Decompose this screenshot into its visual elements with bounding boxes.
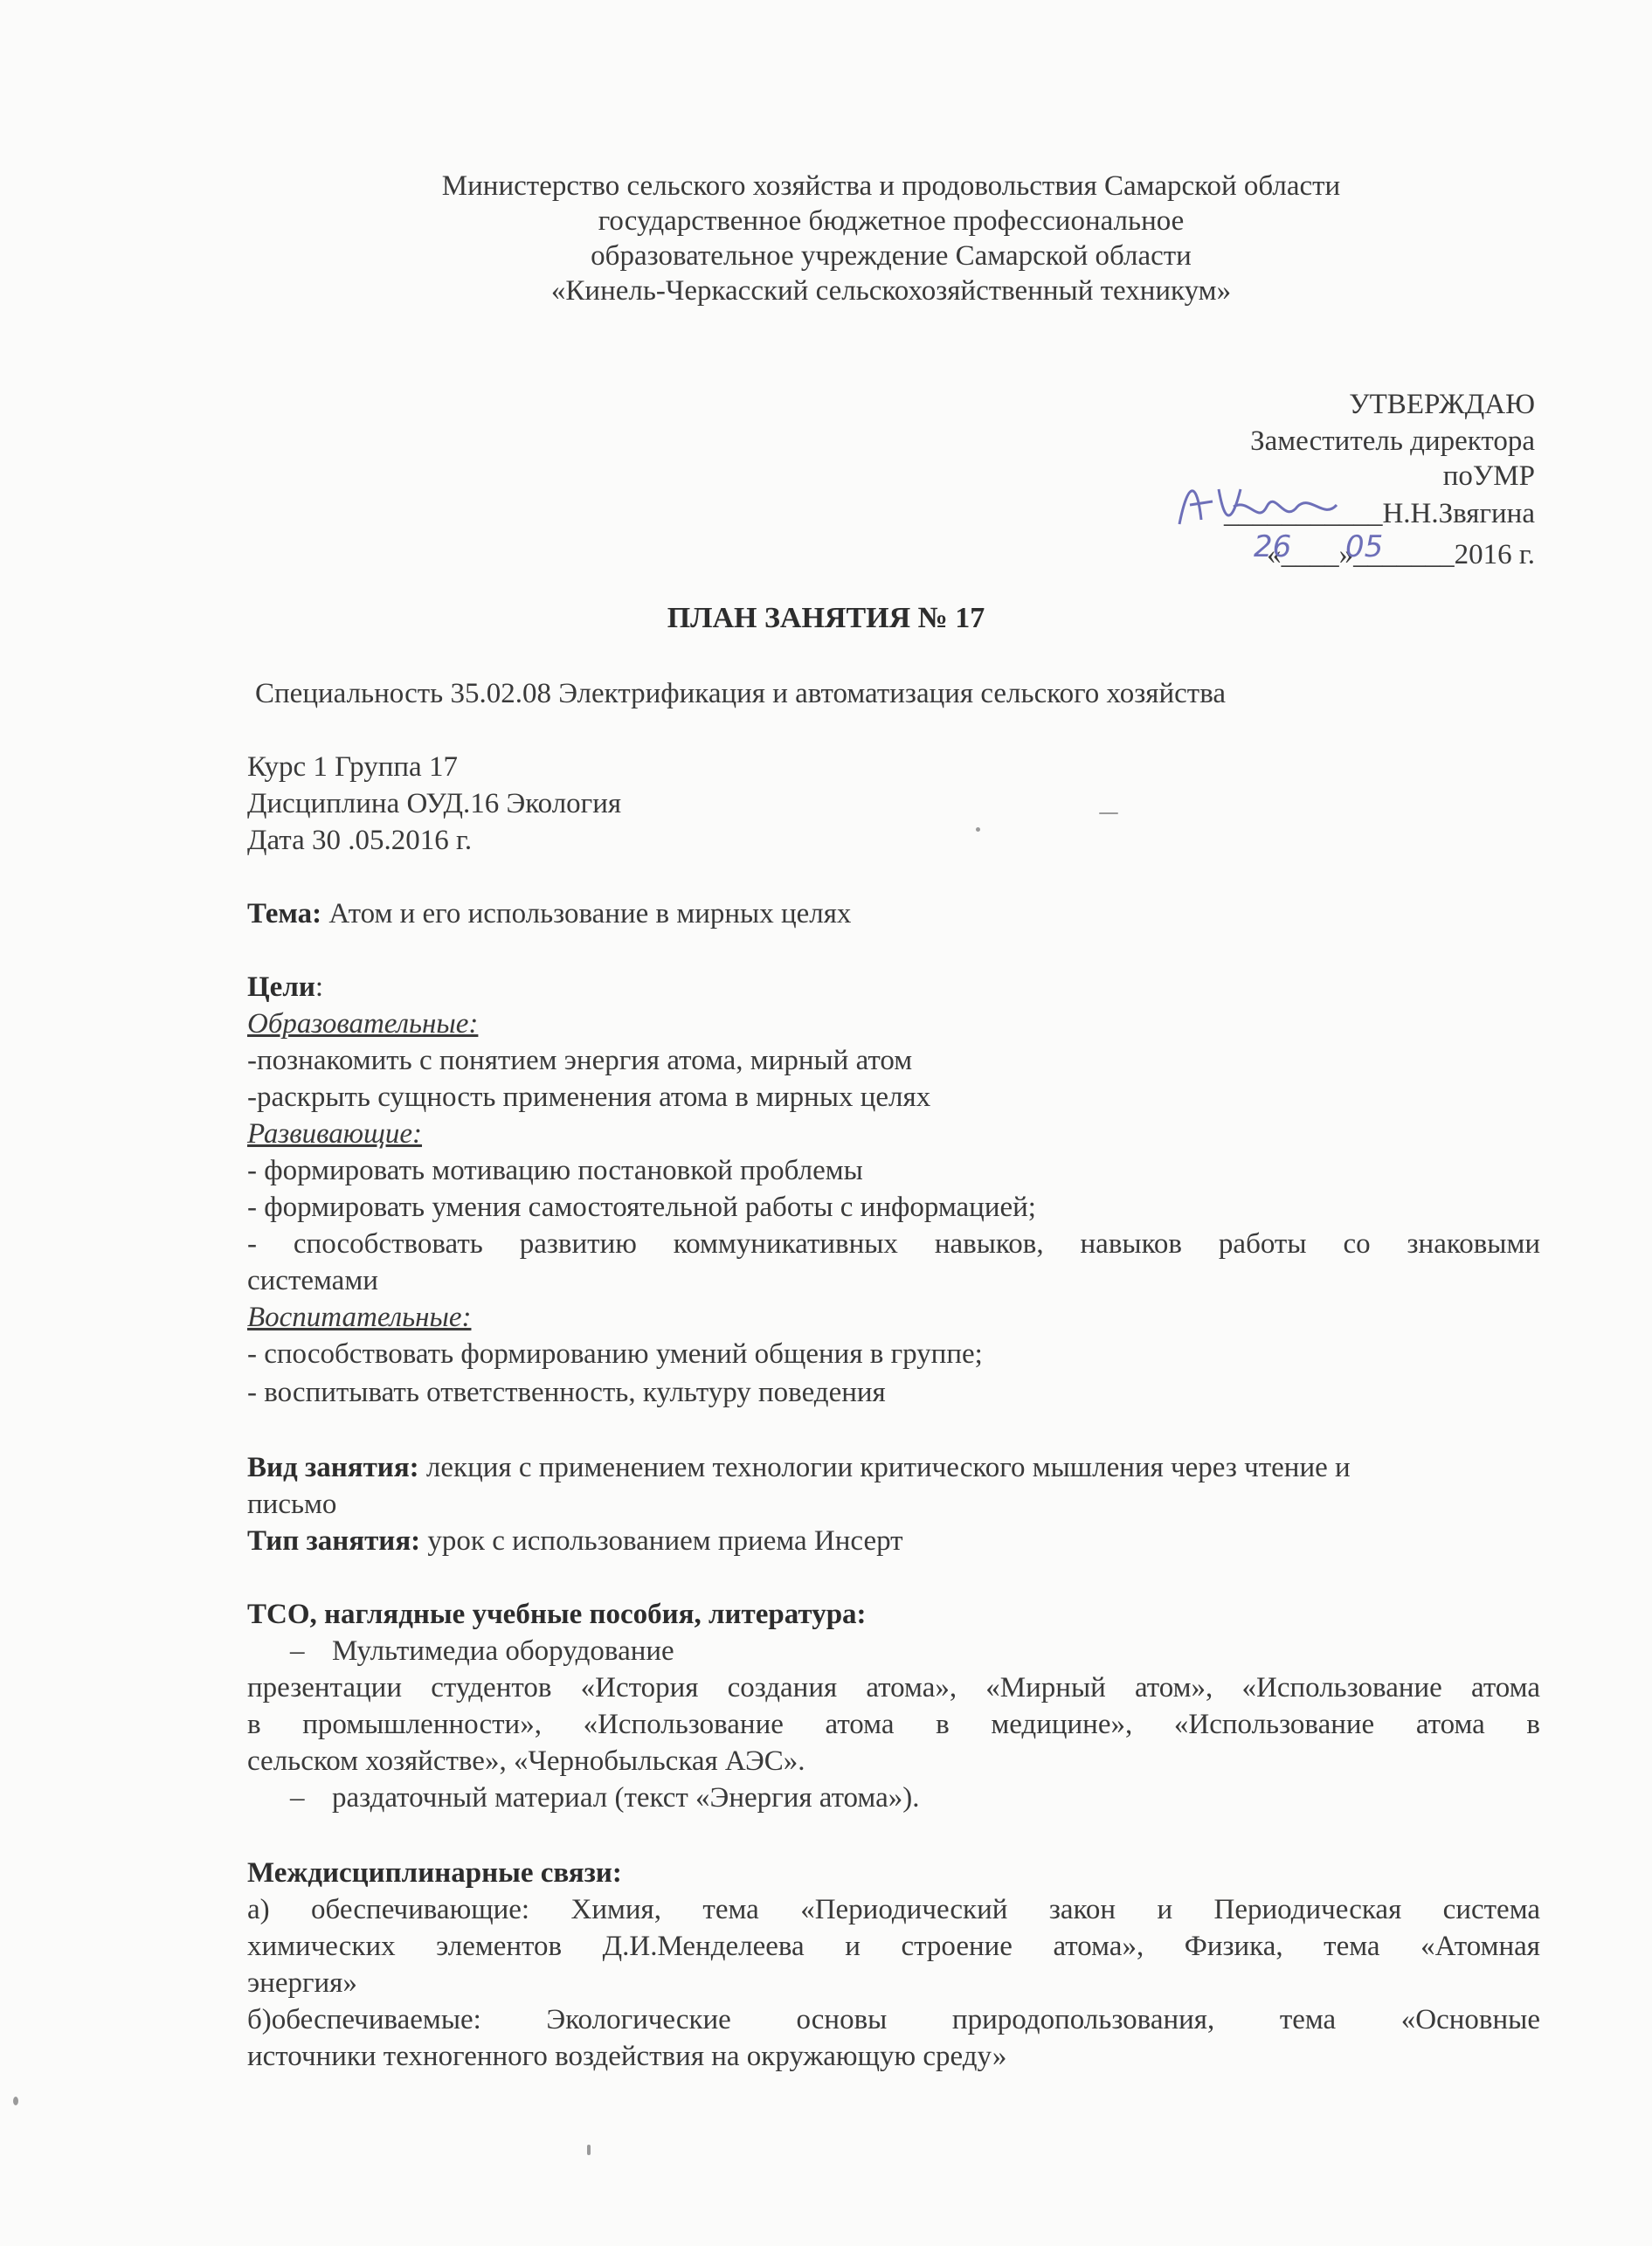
list-dash: – <box>290 1635 305 1667</box>
tso-presentations: в промышленности», «Использование атома … <box>247 1709 1540 1740</box>
tso-item: раздаточный материал (текст «Энергия ато… <box>332 1782 920 1814</box>
approval-date-day: 26 <box>1254 529 1292 564</box>
date-line: Дата 30 .05.2016 г. <box>247 825 473 856</box>
topic-line: Тема: Атом и его использование в мирных … <box>247 896 851 931</box>
header-institution-name: «Кинель-Черкасский сельскохозяйственный … <box>550 275 1232 307</box>
approval-unit: поУМР <box>1442 460 1535 492</box>
scan-speck <box>1099 812 1118 814</box>
tso-presentations: сельском хозяйстве», «Чернобыльская АЭС»… <box>247 1745 805 1777</box>
topic-value: Атом и его использование в мирных целях <box>321 898 852 929</box>
goal-item: - способствовать формированию умений общ… <box>247 1338 983 1370</box>
specialty-line: Специальность 35.02.08 Электрификация и … <box>255 678 1227 709</box>
goals-label: Цели <box>247 971 315 1003</box>
goal-item: - способствовать развитию коммуникативны… <box>247 1228 1540 1260</box>
links-providing: энергия» <box>247 1967 357 1999</box>
course-group-line: Курс 1 Группа 17 <box>247 751 458 783</box>
goal-item: - воспитывать ответственность, культуру … <box>247 1377 886 1408</box>
goal-item: -раскрыть сущность применения атома в ми… <box>247 1082 931 1113</box>
links-providing: а) обеспечивающие: Химия, тема «Периодич… <box>247 1894 1540 1925</box>
links-provided: источники техногенного воздействия на ок… <box>247 2041 1007 2072</box>
goals-colon: : <box>315 971 324 1003</box>
tso-item: Мультимедиа оборудование <box>332 1635 674 1667</box>
goals-educational-label: Образовательные: <box>247 1008 479 1040</box>
header-ministry: Министерство сельского хозяйства и продо… <box>441 170 1341 202</box>
approval-date-month: 05 <box>1345 529 1384 564</box>
goal-item: - формировать мотивацию постановкой проб… <box>247 1155 863 1186</box>
goal-item: - формировать умения самостоятельной раб… <box>247 1192 1036 1223</box>
approval-title: УТВЕРЖДАЮ <box>1349 389 1535 420</box>
scan-speck <box>587 2145 591 2155</box>
discipline-line: Дисциплина ОУД.16 Экология <box>247 788 622 819</box>
scan-speck <box>976 827 980 832</box>
lesson-type-line: Тип занятия: урок с использованием прием… <box>247 1524 903 1558</box>
header-institution-type: государственное бюджетное профессиональн… <box>598 205 1185 237</box>
lesson-kind-value: лекция с применением технологии критичес… <box>418 1452 1351 1483</box>
lesson-kind-label: Вид занятия: <box>247 1452 419 1483</box>
scan-speck <box>13 2097 18 2105</box>
goals-heading: Цели: <box>247 970 323 1005</box>
tso-presentations: презентации студентов «История создания … <box>247 1672 1540 1704</box>
topic-label: Тема: <box>247 898 322 929</box>
signature-graphic <box>1178 488 1338 525</box>
header-institution-region: образовательное учреждение Самарской обл… <box>591 240 1192 272</box>
links-provided: б)обеспечиваемые: Экологические основы п… <box>247 2004 1540 2035</box>
lesson-kind-line: Вид занятия: лекция с применением технол… <box>247 1450 1351 1485</box>
goals-upbringing-label: Воспитательные: <box>247 1302 472 1333</box>
approval-date-line: «____»_______2016 г. <box>1267 539 1535 570</box>
goal-item: -познакомить с понятием энергия атома, м… <box>247 1045 913 1076</box>
plan-title: ПЛАН ЗАНЯТИЯ № 17 <box>667 602 985 634</box>
list-dash: – <box>290 1782 305 1814</box>
approval-position: Заместитель директора <box>1250 425 1535 457</box>
lesson-type-label: Тип занятия: <box>247 1525 421 1557</box>
links-heading: Междисциплинарные связи: <box>247 1857 622 1889</box>
tso-heading: ТСО, наглядные учебные пособия, литерату… <box>247 1599 867 1630</box>
goal-item: системами <box>247 1265 378 1296</box>
links-providing: химических элементов Д.И.Менделеева и ст… <box>247 1931 1540 1962</box>
lesson-type-value: урок с использованием приема Инсерт <box>420 1525 903 1557</box>
lesson-kind-value-cont: письмо <box>247 1489 337 1520</box>
goals-developing-label: Развивающие: <box>247 1118 423 1150</box>
handwritten-signature <box>1171 472 1398 542</box>
